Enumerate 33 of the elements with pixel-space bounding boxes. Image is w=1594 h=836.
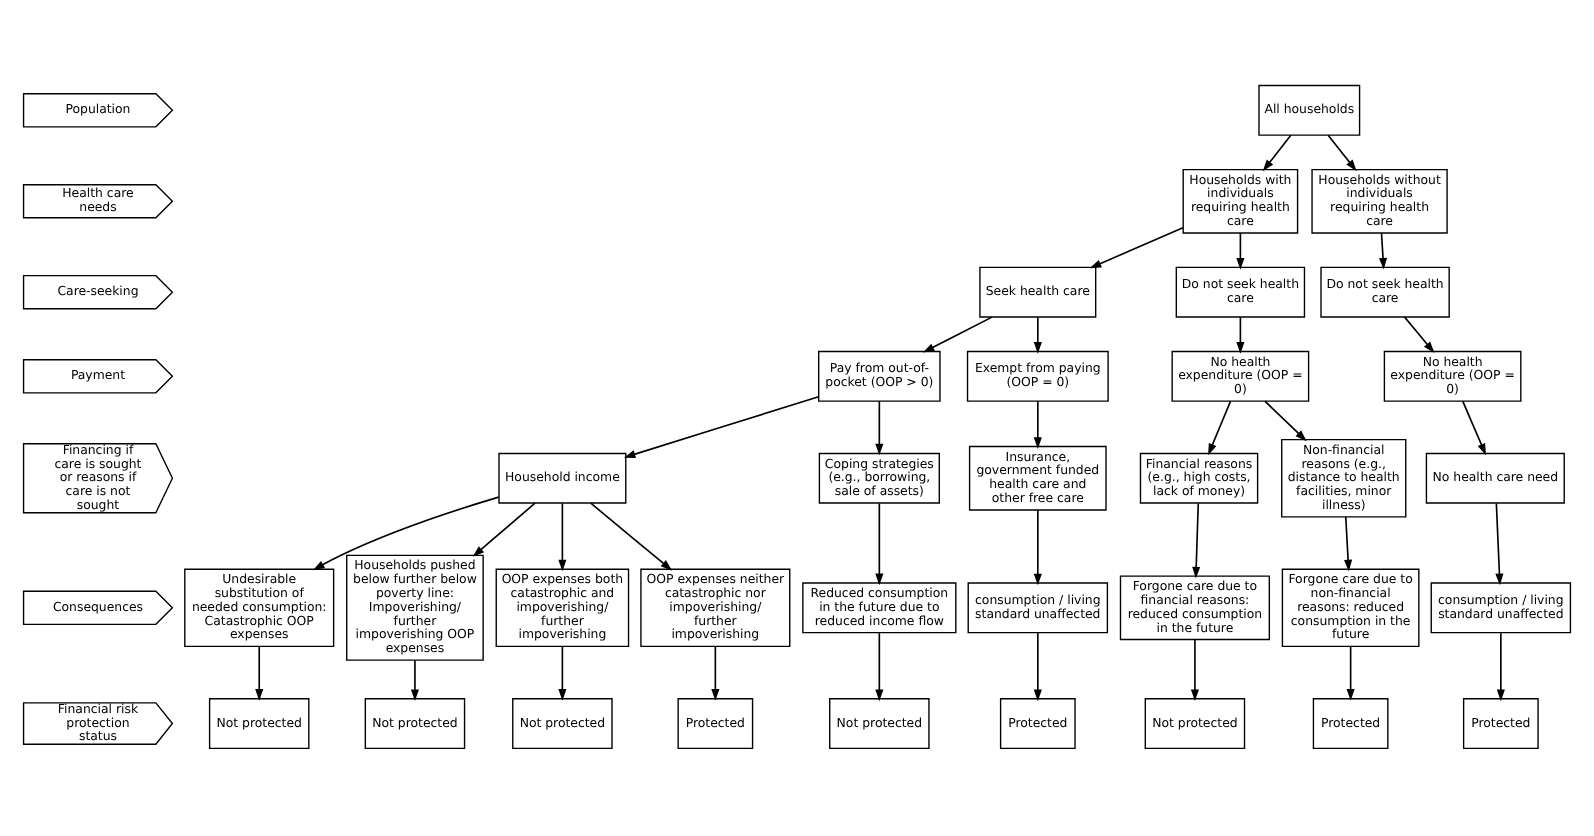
arrow [875, 501, 884, 585]
arrow [1033, 399, 1042, 448]
arrow [875, 631, 884, 701]
arrow [1264, 399, 1307, 441]
arrow [1208, 399, 1232, 455]
arrow [312, 495, 500, 570]
arrow [1344, 515, 1353, 571]
arrow [711, 644, 720, 700]
arrow [875, 399, 884, 455]
arrow [255, 644, 264, 700]
arrow [1327, 133, 1357, 171]
arrow [1262, 133, 1292, 171]
arrow [558, 501, 567, 571]
arrow [1496, 631, 1505, 701]
arrow [410, 658, 419, 700]
arrow [1089, 225, 1184, 268]
arrow [1346, 644, 1355, 700]
arrow [1403, 315, 1435, 353]
arrow [472, 501, 536, 556]
arrow [1378, 231, 1388, 269]
arrow [1461, 399, 1486, 455]
arrow [1033, 631, 1042, 701]
arrow [1236, 315, 1245, 353]
arrow [1033, 315, 1042, 353]
arrow [589, 501, 673, 570]
arrow [1192, 501, 1201, 578]
arrow [623, 394, 820, 458]
arrow [1495, 501, 1504, 585]
arrow [1033, 508, 1042, 585]
arrow [1190, 638, 1199, 700]
arrow [922, 315, 993, 352]
arrow [558, 644, 567, 700]
arrow [1236, 231, 1245, 269]
